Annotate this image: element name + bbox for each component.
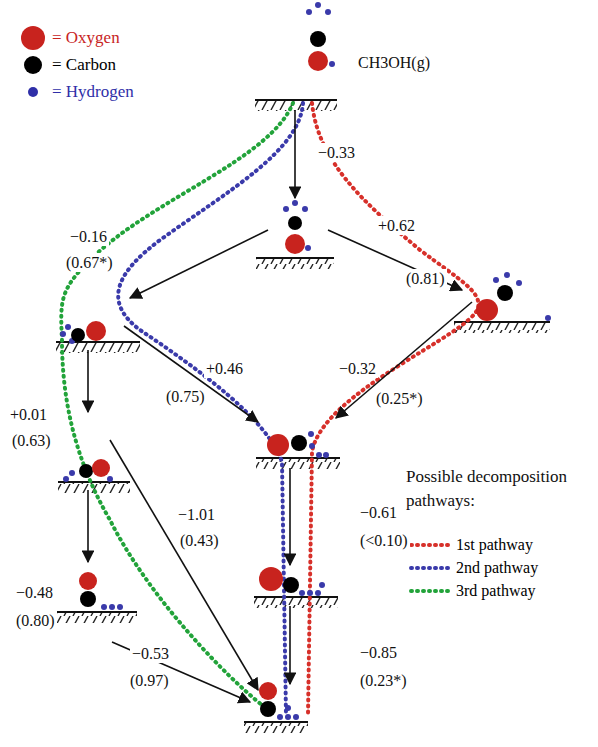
energy-label: (0.97) xyxy=(128,671,171,690)
surface-line xyxy=(254,596,338,598)
energy-label: (0.23*) xyxy=(358,671,409,690)
energy-label: (0.43) xyxy=(178,531,221,550)
legend-line-sample xyxy=(408,586,452,596)
surface-hatch xyxy=(256,459,340,469)
species-label: CH3OH(g) xyxy=(356,53,432,72)
legend-text: 3rd pathway xyxy=(456,581,536,601)
pathway-lines xyxy=(61,103,478,715)
surface-line xyxy=(58,481,130,483)
legend-heading: Possible decomposition pathways: xyxy=(404,465,598,513)
energy-label: (0.25*) xyxy=(374,389,425,408)
surface-hatch xyxy=(56,343,140,353)
surface-line xyxy=(56,341,140,343)
energy-label: +0.62 xyxy=(376,216,417,235)
molecules xyxy=(60,2,551,720)
energy-label: +0.01 xyxy=(8,405,49,424)
surface-hatch xyxy=(454,323,550,333)
legend-line-sample xyxy=(408,563,452,573)
legend-text: 2nd pathway xyxy=(456,558,538,578)
energy-label: (<0.10) xyxy=(358,531,410,550)
energy-label: +0.46 xyxy=(204,359,245,378)
legend-swatch xyxy=(21,26,45,50)
energy-label: −0.53 xyxy=(130,644,171,663)
energy-label: −0.48 xyxy=(14,583,55,602)
surface-line xyxy=(55,611,137,613)
energy-label: −0.85 xyxy=(358,643,399,662)
energy-label: (0.63) xyxy=(10,431,53,450)
legend-line-sample xyxy=(408,540,452,550)
reaction-arrows xyxy=(88,110,472,702)
legend-text: = Carbon xyxy=(52,55,116,75)
energy-label: (0.81) xyxy=(404,269,447,288)
energy-label: (0.80) xyxy=(14,611,57,630)
legend-swatch xyxy=(24,56,42,74)
surface-hatch xyxy=(255,101,337,111)
energy-label: −0.32 xyxy=(337,359,378,378)
energy-label: −0.16 xyxy=(68,227,109,246)
surface-hatch xyxy=(256,259,334,269)
legend-text: = Oxygen xyxy=(52,28,120,48)
legend-text: 1st pathway xyxy=(456,535,533,555)
surface-hatch xyxy=(244,723,308,733)
surface-line xyxy=(255,99,337,101)
surface-hatch xyxy=(55,613,137,623)
energy-label: (0.75) xyxy=(164,387,207,406)
legend-text: = Hydrogen xyxy=(52,82,134,102)
energy-label: −0.61 xyxy=(358,503,399,522)
energy-label: −1.01 xyxy=(176,505,217,524)
legend-swatch xyxy=(28,87,38,97)
surface-line xyxy=(256,257,334,259)
surface-line xyxy=(244,721,308,723)
surface xyxy=(55,100,550,733)
energy-label: −0.33 xyxy=(316,143,357,162)
surface-hatch xyxy=(254,598,338,608)
energy-label: (0.67*) xyxy=(64,253,115,272)
